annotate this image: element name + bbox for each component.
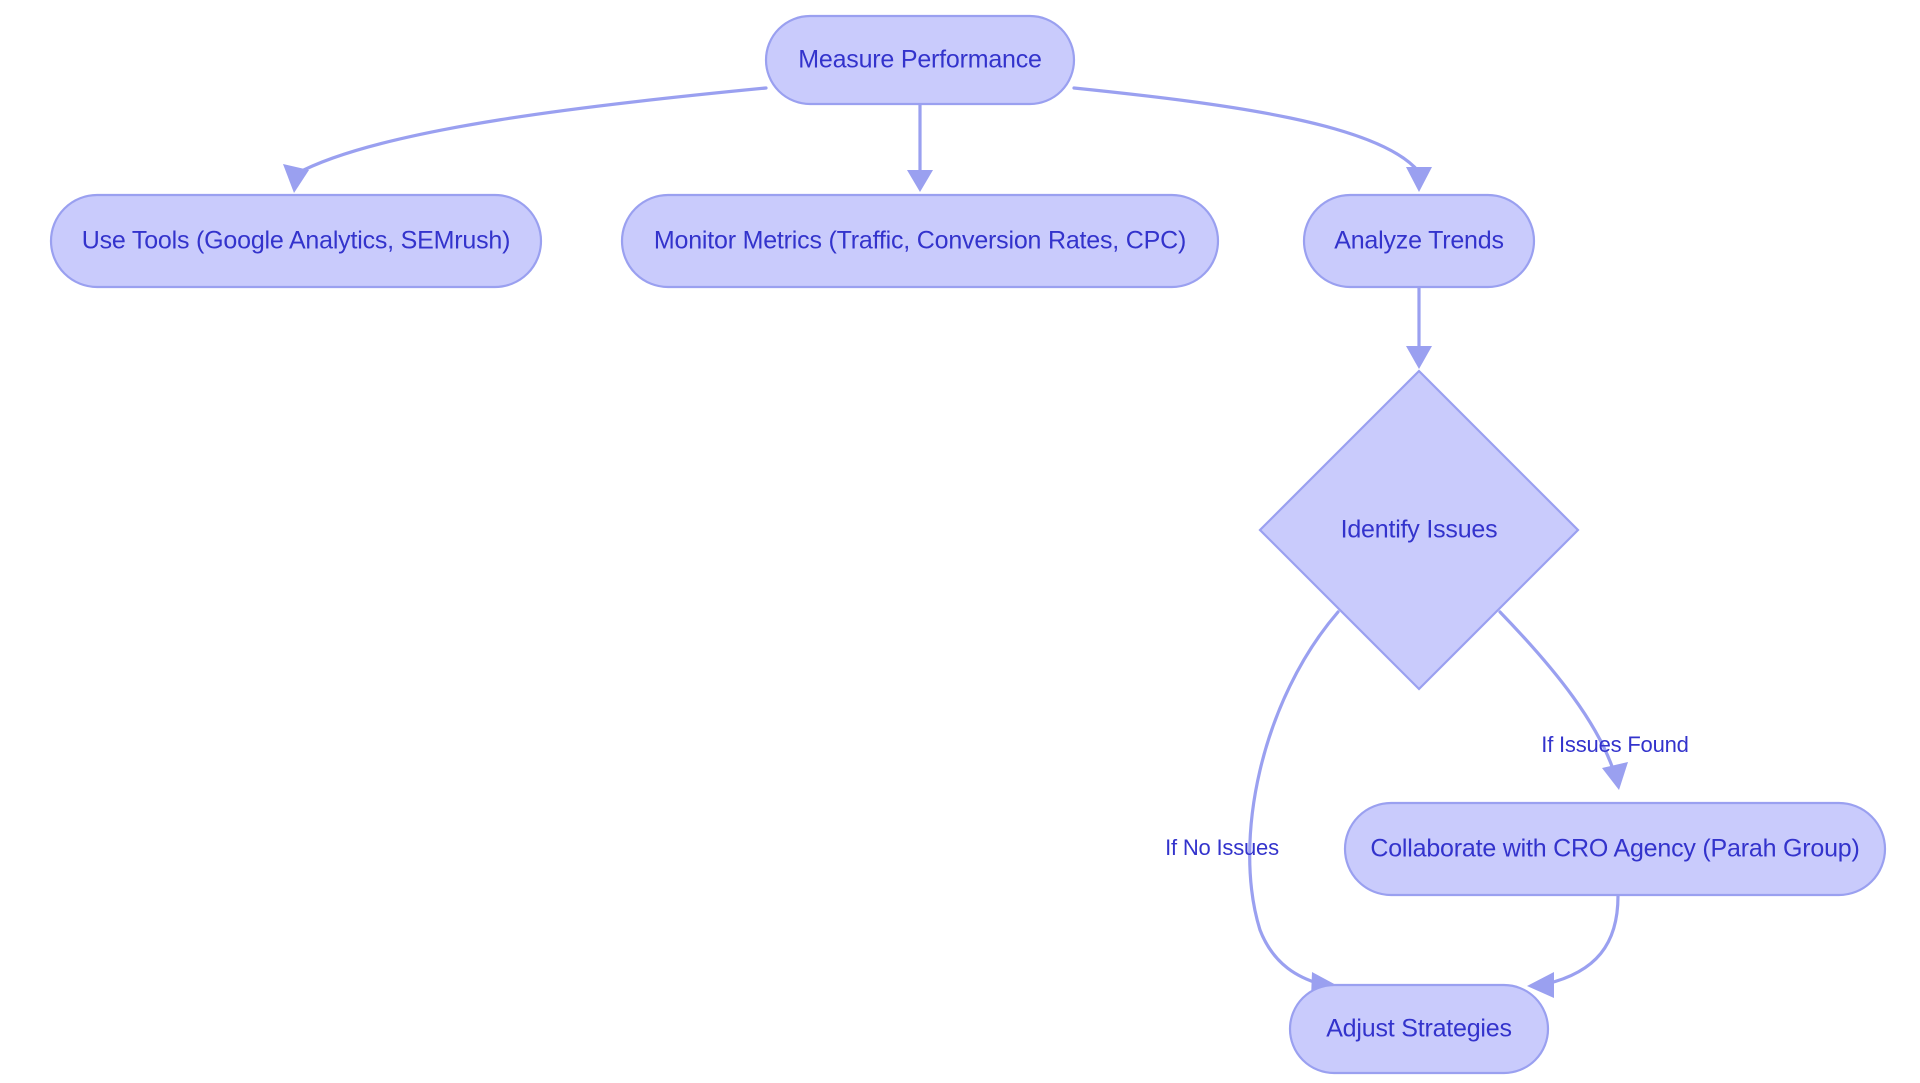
node-label: Measure Performance <box>798 46 1042 74</box>
node-monitor-metrics[interactable]: Monitor Metrics (Traffic, Conversion Rat… <box>620 193 1220 289</box>
node-shape-rounded <box>1288 983 1550 1075</box>
edge-collaborate-cro-to-adjust-strategies <box>1527 894 1620 998</box>
arrowhead-icon <box>1527 972 1554 998</box>
arrowhead-icon <box>1602 762 1628 790</box>
node-label: Adjust Strategies <box>1326 1015 1512 1043</box>
node-label: Monitor Metrics (Traffic, Conversion Rat… <box>654 227 1186 255</box>
node-label: Use Tools (Google Analytics, SEMrush) <box>82 227 510 255</box>
arrowhead-icon <box>907 170 933 192</box>
edge-path <box>1544 894 1620 986</box>
node-measure-performance[interactable]: Measure Performance <box>764 14 1076 106</box>
edge-path <box>1248 610 1340 986</box>
node-shape-rounded <box>49 193 543 289</box>
edge-path <box>294 86 768 176</box>
edge-label-layer: If No Issues If Issues Found <box>1165 732 1689 860</box>
node-label: Identify Issues <box>1341 516 1498 544</box>
node-shape-rounded <box>1343 801 1887 897</box>
edge-identify-issues-to-adjust-strategies <box>1248 610 1340 998</box>
node-collaborate-cro-agency[interactable]: Collaborate with CRO Agency (Parah Group… <box>1343 801 1887 897</box>
edge-layer <box>283 86 1628 998</box>
edge-measure-to-analyze-trends <box>1072 86 1432 192</box>
edge-analyze-trends-to-identify-issues <box>1406 285 1432 369</box>
node-shape-diamond <box>1258 369 1580 691</box>
node-identify-issues[interactable]: Identify Issues <box>1258 369 1580 691</box>
arrowhead-icon <box>283 164 309 193</box>
node-label: Analyze Trends <box>1334 227 1504 255</box>
edge-measure-to-monitor-metrics <box>907 102 933 192</box>
node-analyze-trends[interactable]: Analyze Trends <box>1302 193 1536 289</box>
edge-path <box>1498 610 1616 774</box>
arrowhead-icon <box>1406 346 1432 369</box>
node-layer: Measure Performance Use Tools (Google An… <box>49 14 1887 1075</box>
node-shape-rounded <box>1302 193 1536 289</box>
node-adjust-strategies[interactable]: Adjust Strategies <box>1288 983 1550 1075</box>
arrowhead-icon <box>1406 167 1432 192</box>
node-label: Collaborate with CRO Agency (Parah Group… <box>1370 835 1859 863</box>
node-use-tools[interactable]: Use Tools (Google Analytics, SEMrush) <box>49 193 543 289</box>
edge-path <box>1072 86 1421 174</box>
node-shape-rounded <box>764 14 1076 106</box>
edge-label-if-issues-found: If Issues Found <box>1541 732 1688 757</box>
node-shape-rounded <box>620 193 1220 289</box>
edge-identify-issues-to-collaborate-cro <box>1498 610 1628 790</box>
edge-label-if-no-issues: If No Issues <box>1165 835 1279 860</box>
edge-measure-to-use-tools <box>283 86 768 193</box>
